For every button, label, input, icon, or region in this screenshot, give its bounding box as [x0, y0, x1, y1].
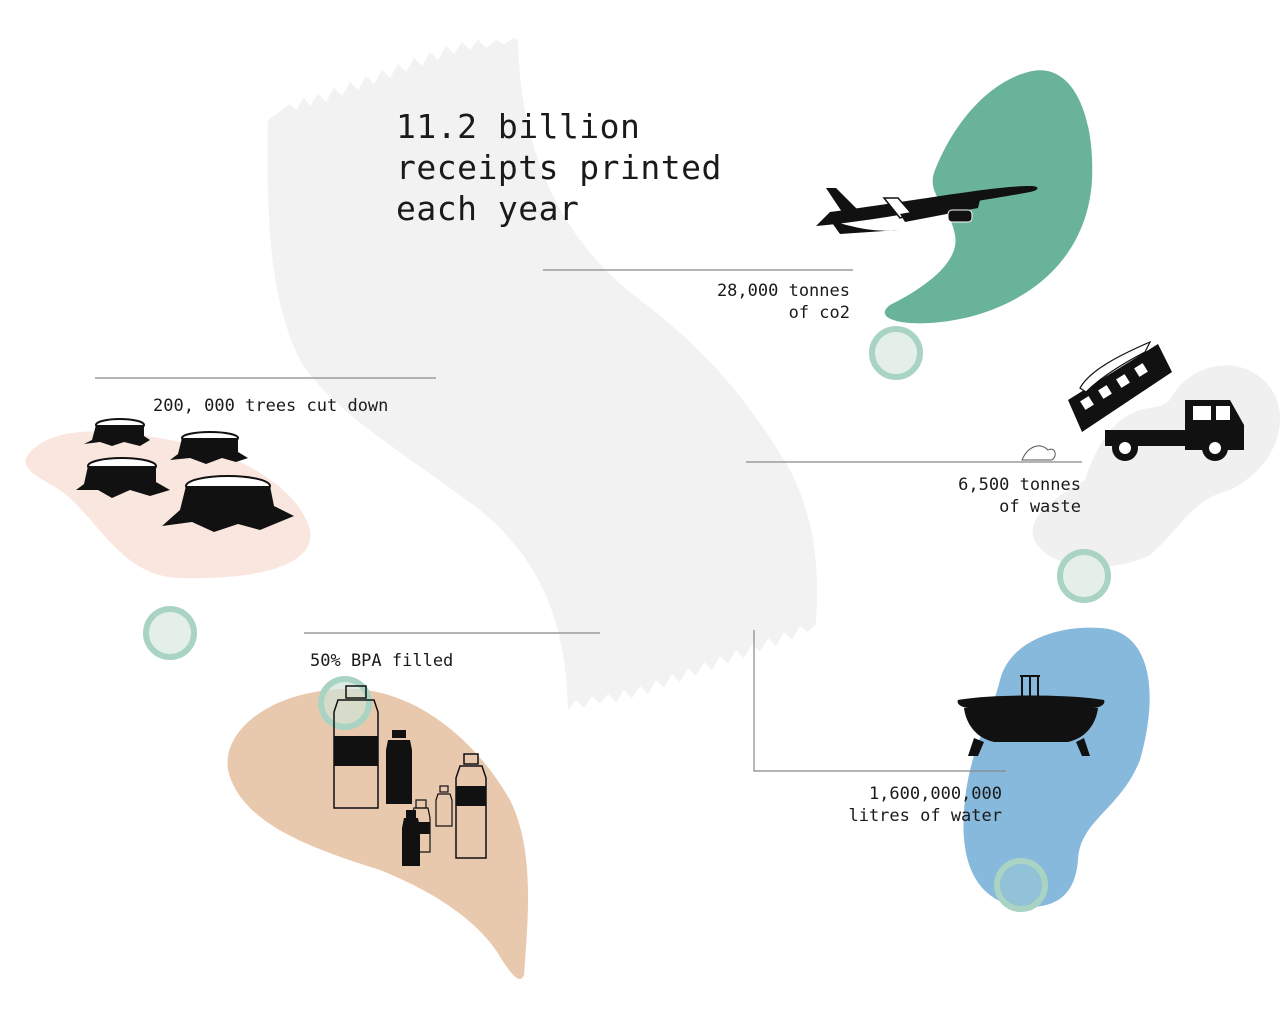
stat-co2-line-1: 28,000 tonnes	[716, 281, 850, 301]
headline-line-1: 11.2 billion	[396, 107, 641, 146]
stump-4	[162, 475, 294, 532]
ring-trees	[143, 606, 197, 660]
receipt-paper-shape	[267, 38, 817, 710]
rule-water	[753, 630, 1006, 772]
waste-blob	[1032, 365, 1280, 567]
ring-co2	[869, 326, 923, 380]
stump-2	[170, 431, 248, 464]
ring-water	[994, 858, 1048, 912]
stat-waste-line-2: of waste	[999, 497, 1081, 517]
water-blob	[963, 627, 1150, 907]
bathtub-icon	[957, 675, 1105, 756]
stat-water: 1,600,000,000 litres of water	[848, 783, 1002, 827]
headline-line-3: each year	[396, 189, 580, 228]
stat-water-line-1: 1,600,000,000	[868, 784, 1002, 804]
stat-waste-line-1: 6,500 tonnes	[958, 475, 1081, 495]
bottle-1	[333, 685, 379, 809]
headline: 11.2 billion receipts printed each year	[396, 106, 722, 229]
bottle-icons	[333, 685, 487, 866]
headline-line-2: receipts printed	[396, 148, 722, 187]
stat-water-line-2: litres of water	[848, 806, 1002, 826]
stat-co2-line-2: of co2	[788, 303, 850, 323]
tree-stump-icons	[76, 418, 294, 532]
ring-bpa	[318, 676, 372, 730]
stat-co2: 28,000 tonnes of co2	[717, 280, 850, 324]
airplane-icon	[816, 186, 1038, 234]
stump-3	[76, 457, 170, 498]
bpa-blob	[227, 688, 529, 980]
bottle-2	[386, 730, 412, 804]
ring-waste	[1057, 549, 1111, 603]
bottle-6	[402, 810, 420, 866]
stat-waste: 6,500 tonnes of waste	[958, 474, 1081, 518]
stump-1	[84, 418, 150, 446]
bottle-4	[435, 785, 453, 827]
bottle-3	[455, 753, 487, 859]
stat-bpa: 50% BPA filled	[310, 650, 453, 672]
dump-truck-icon	[1021, 340, 1244, 461]
stat-bpa-line-1: 50% BPA filled	[310, 651, 454, 671]
stat-trees-line-1: 200, 000 trees cut down	[153, 396, 389, 416]
stat-trees: 200, 000 trees cut down	[153, 395, 388, 417]
